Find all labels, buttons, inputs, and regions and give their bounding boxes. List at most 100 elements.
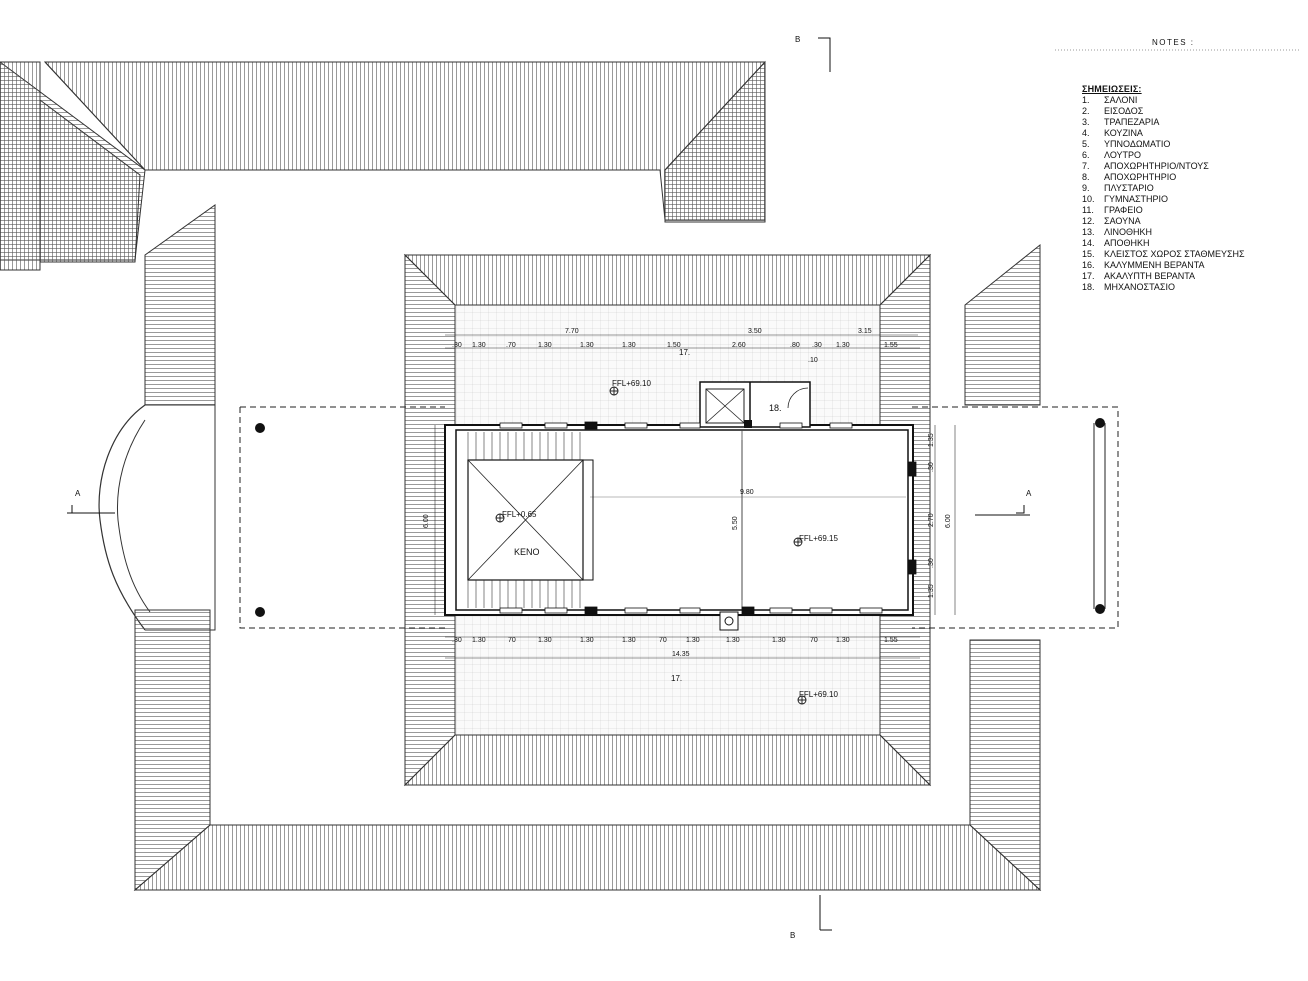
dim-bottom-1: .30 xyxy=(452,637,462,644)
notes-item-number: 6. xyxy=(1082,150,1090,160)
dim-top-1: .30 xyxy=(452,342,462,349)
dim-room-width: 5.50 xyxy=(732,516,739,530)
notes-item-number: 8. xyxy=(1082,172,1090,182)
dim-top-8: 2.60 xyxy=(732,342,746,349)
notes-item: 2. ΕΙΣΟΔΟΣ xyxy=(1082,106,1282,117)
section-a-left: A xyxy=(75,489,81,498)
dim-top-7: 1.50 xyxy=(667,342,681,349)
notes-item-number: 10. xyxy=(1082,194,1095,204)
dim-right-total: 6.00 xyxy=(945,514,952,528)
level-terrace-bottom: FFL+69.10 xyxy=(799,690,838,699)
notes-item-number: 3. xyxy=(1082,117,1090,127)
notes-item-label: ΚΑΛΥΜΜΕΝΗ ΒΕΡΑΝΤΑ xyxy=(1104,260,1205,270)
dim-left-total: 6.00 xyxy=(423,514,430,528)
machine-room-label: 18. xyxy=(769,403,782,413)
dim-bottom-12: 1.30 xyxy=(836,637,850,644)
notes-item-number: 12. xyxy=(1082,216,1095,226)
notes-item-label: ΕΙΣΟΔΟΣ xyxy=(1104,106,1144,116)
dim-bottom-13: 1.55 xyxy=(884,637,898,644)
notes-item: 14.ΑΠΟΘΗΚΗ xyxy=(1082,238,1282,249)
dim-room-length: 9.80 xyxy=(740,489,754,496)
terrace-top-label: 17. xyxy=(679,348,690,357)
notes-item-number: 18. xyxy=(1082,282,1095,292)
dim-top-2: 1.30 xyxy=(472,342,486,349)
dim-bottom-8: 1.30 xyxy=(686,637,700,644)
notes-item-number: 9. xyxy=(1082,183,1090,193)
notes-item-label: ΛΟΥΤΡΟ xyxy=(1104,150,1142,160)
roof-upper-left-wing xyxy=(0,60,766,271)
dim-top-4: 1.30 xyxy=(538,342,552,349)
machine-room xyxy=(699,381,811,631)
section-b-bottom: B xyxy=(790,931,795,940)
dim-top-total-1: 7.70 xyxy=(565,328,579,335)
dim-top-small: .10 xyxy=(808,357,818,364)
notes-item-number: 17. xyxy=(1082,271,1095,281)
notes-item-number: 1. xyxy=(1082,95,1090,105)
notes-item-label: ΚΟΥΖΙΝΑ xyxy=(1104,128,1143,138)
dim-right-2: .30 xyxy=(928,462,935,472)
dim-right-3: 2.70 xyxy=(928,513,935,527)
dim-bottom-4: 1.30 xyxy=(538,637,552,644)
notes-item-number: 5. xyxy=(1082,139,1090,149)
void-label: ΚΕΝΟ xyxy=(514,547,540,557)
roof-bottom-wing xyxy=(133,639,1042,892)
dim-top-total-2: 3.50 xyxy=(748,328,762,335)
notes-item: 6. ΛΟΥΤΡΟ xyxy=(1082,150,1282,161)
notes-item: 13. ΛΙΝΟΘΗΚΗ xyxy=(1082,227,1282,238)
section-b-top: B xyxy=(795,35,800,44)
notes-item-number: 11. xyxy=(1082,205,1094,215)
notes-item: 18.ΜΗΧΑΝΟΣΤΑΣΙΟ xyxy=(1082,282,1282,293)
dim-top-12: 1.55 xyxy=(884,342,898,349)
dim-right-1: 1.35 xyxy=(928,433,935,447)
main-room-walls xyxy=(444,424,914,616)
notes-item: 11. ΓΡΑΦΕΙΟ xyxy=(1082,205,1282,216)
level-terrace-top: FFL+69.10 xyxy=(612,379,651,388)
notes-item: 5. ΥΠΝΟΔΩΜΑΤΙΟ xyxy=(1082,139,1282,150)
notes-item-label: ΓΥΜΝΑΣΤΗΡΙΟ xyxy=(1104,194,1169,204)
notes-item-label: ΥΠΝΟΔΩΜΑΤΙΟ xyxy=(1104,139,1171,149)
notes-item-label: ΠΛΥΣΤΑΡΙΟ xyxy=(1104,183,1154,193)
notes-item: 8.ΑΠΟΧΩΡΗΤΗΡΙΟ xyxy=(1082,172,1282,183)
dimension-lines xyxy=(434,334,956,659)
notes-item: 7. ΑΠΟΧΩΡΗΤΗΡΙΟ/ΝΤΟΥΣ xyxy=(1082,161,1282,172)
roof-left-wing xyxy=(98,204,216,892)
notes-item-number: 15. xyxy=(1082,249,1095,259)
notes-item-label: ΚΛΕΙΣΤΟΣ ΧΩΡΟΣ ΣΤΑΘΜΕΥΣΗΣ xyxy=(1104,249,1245,259)
dim-bottom-5: 1.30 xyxy=(580,637,594,644)
section-a-right: A xyxy=(1026,489,1032,498)
windows xyxy=(499,421,917,615)
notes-item-label: ΛΙΝΟΘΗΚΗ xyxy=(1104,227,1153,237)
notes-item-number: 13. xyxy=(1082,227,1095,237)
notes-item-label: ΓΡΑΦΕΙΟ xyxy=(1104,205,1143,215)
notes-item: 9. ΠΛΥΣΤΑΡΙΟ xyxy=(1082,183,1282,194)
dim-bottom-total: 14.35 xyxy=(672,651,690,658)
notes-item-number: 7. xyxy=(1082,161,1090,171)
dim-top-5: 1.30 xyxy=(580,342,594,349)
notes-item-label: ΑΠΟΧΩΡΗΤΗΡΙΟ/ΝΤΟΥΣ xyxy=(1104,161,1209,171)
notes-item: 10. ΓΥΜΝΑΣΤΗΡΙΟ xyxy=(1082,194,1282,205)
dim-top-3: .70 xyxy=(506,342,516,349)
dim-bottom-2: 1.30 xyxy=(472,637,486,644)
notes-item-label: ΣΑΛΟΝΙ xyxy=(1104,95,1138,105)
terrace-top xyxy=(454,304,881,426)
notes-item-label: ΣΑΟΥΝΑ xyxy=(1104,216,1141,226)
dim-bottom-7: 70 xyxy=(659,637,667,644)
dim-bottom-10: 1.30 xyxy=(772,637,786,644)
section-marks xyxy=(67,37,1030,931)
notes-item-number: 2. xyxy=(1082,106,1090,116)
notes-item: 12. ΣΑΟΥΝΑ xyxy=(1082,216,1282,227)
notes-item-label: ΤΡΑΠΕΖΑΡΙΑ xyxy=(1104,117,1160,127)
dim-top-9: .80 xyxy=(790,342,800,349)
notes-item-label: ΑΠΟΘΗΚΗ xyxy=(1104,238,1150,248)
notes-item: 3. ΤΡΑΠΕΖΑΡΙΑ xyxy=(1082,117,1282,128)
notes-item-number: 16. xyxy=(1082,260,1095,270)
notes-item-label: ΑΚΑΛΥΠΤΗ ΒΕΡΑΝΤΑ xyxy=(1104,271,1196,281)
level-void: FFL+0.65 xyxy=(502,510,537,519)
dim-bottom-3: 70 xyxy=(508,637,516,644)
dim-bottom-9: 1.30 xyxy=(726,637,740,644)
dim-top-6: 1.30 xyxy=(622,342,636,349)
dim-top-total-3: 3.15 xyxy=(858,328,872,335)
